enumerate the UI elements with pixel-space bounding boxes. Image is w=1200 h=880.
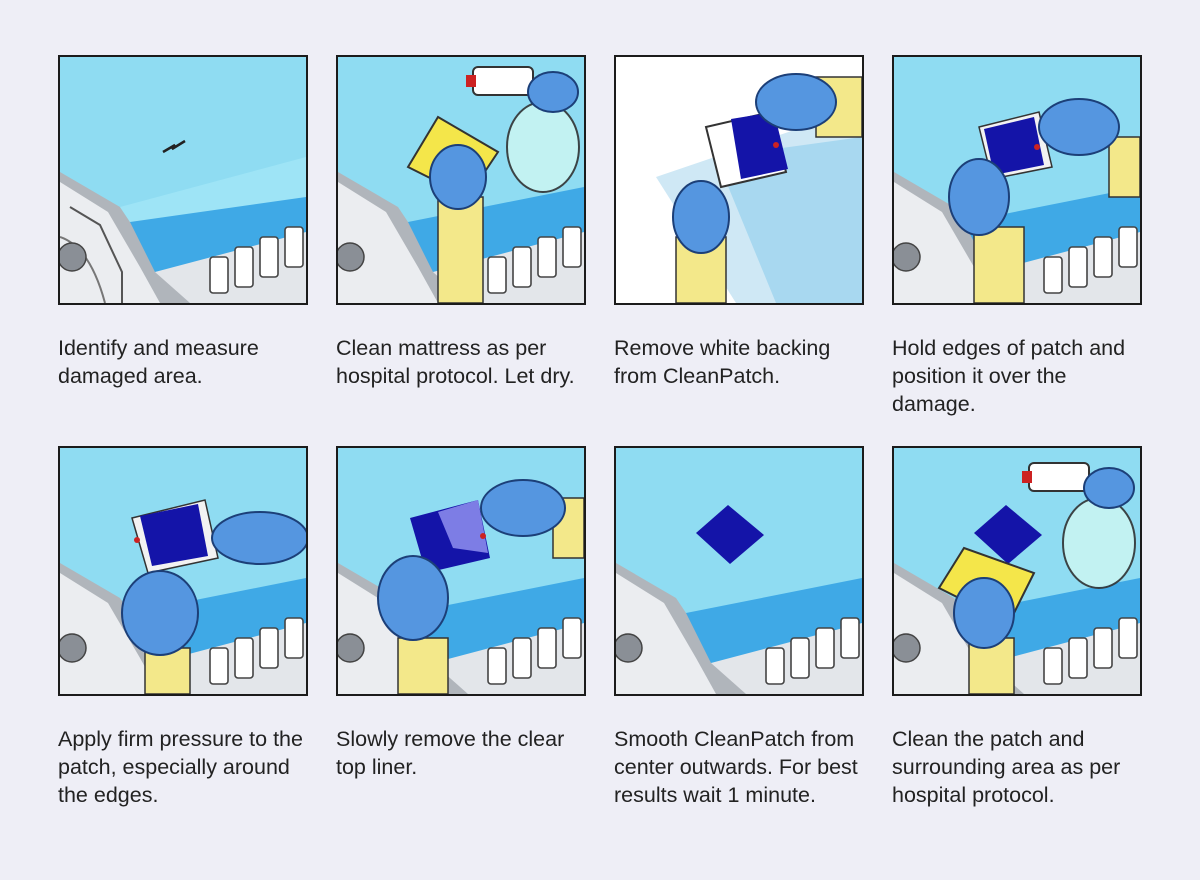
step-2: Clean mattress as per hospital protocol.… [336,55,586,390]
step-7-caption: Smooth CleanPatch from center outwards. … [614,727,858,807]
remove-liner-illustration [338,448,584,694]
step-2-illustration [336,55,586,305]
step-5-illustration [58,446,308,696]
spray-bottle [1062,497,1136,589]
glove-hand [429,144,487,210]
step-8-illustration [892,446,1142,696]
final-clean-illustration [894,448,1140,694]
step-7: Smooth CleanPatch from center outwards. … [614,446,864,809]
patch [696,505,764,564]
step-1-illustration [58,55,308,305]
clear-liner [438,500,488,553]
step-6: Slowly remove the clear top liner. [336,446,586,781]
step-4-caption: Hold edges of patch and position it over… [892,336,1126,416]
step-3-illustration [614,55,864,305]
spray-bottle [506,101,580,193]
position-patch-illustration [894,57,1140,303]
patch [731,112,788,179]
step-4-illustration [892,55,1142,305]
bed-rail [209,226,304,294]
remove-backing-illustration [616,57,862,303]
tear-mark [162,139,186,154]
step-1: Identify and measure damaged area. [58,55,308,390]
apply-pressure-illustration [60,448,306,694]
step-4: Hold edges of patch and position it over… [892,55,1142,418]
step-5-caption: Apply firm pressure to the patch, especi… [58,727,303,807]
step-6-illustration [336,446,586,696]
mattress-damage-illustration [60,57,306,303]
patch [984,117,1044,175]
step-3-caption: Remove white backing from CleanPatch. [614,336,831,388]
smooth-patch-illustration [616,448,862,694]
step-2-caption: Clean mattress as per hospital protocol.… [336,336,575,388]
step-7-illustration [614,446,864,696]
step-6-caption: Slowly remove the clear top liner. [336,727,565,779]
step-8-caption: Clean the patch and surrounding area as … [892,727,1121,807]
patch [974,505,1042,564]
step-1-caption: Identify and measure damaged area. [58,336,259,388]
patch [140,504,208,566]
clean-spray-illustration [338,57,584,303]
step-3: Remove white backing from CleanPatch. [614,55,864,390]
step-5: Apply firm pressure to the patch, especi… [58,446,308,809]
step-8: Clean the patch and surrounding area as … [892,446,1142,809]
